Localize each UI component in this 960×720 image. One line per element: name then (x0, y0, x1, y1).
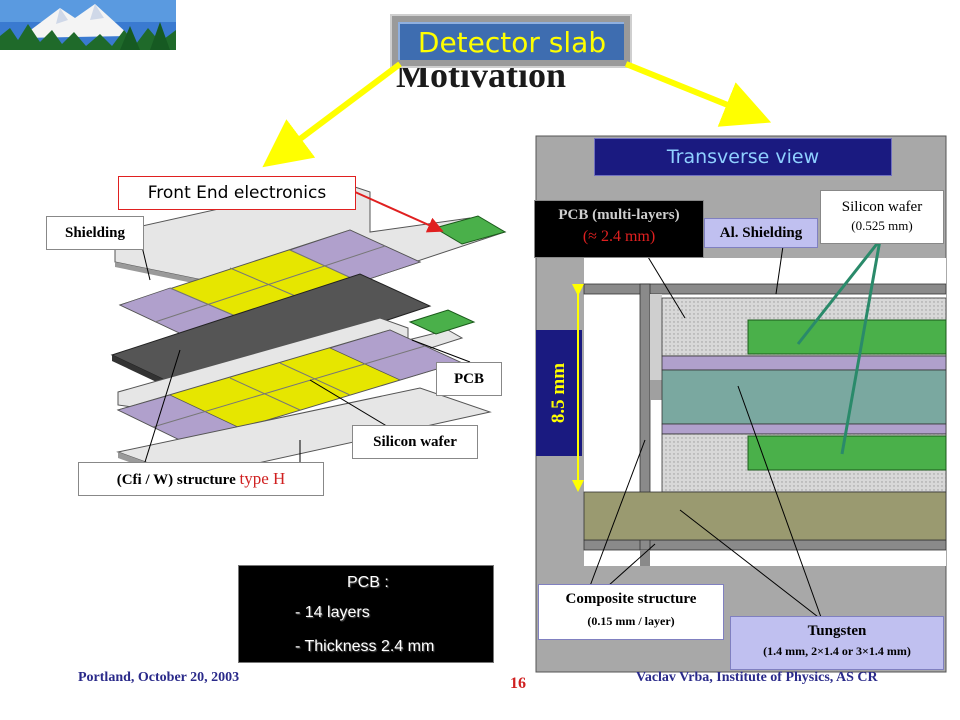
silicon-wafer-thickness: (0.525 mm) (851, 218, 913, 233)
al-shielding-label: Al. Shielding (704, 218, 818, 248)
pcb-note-box: PCB : - 14 layers - Thickness 2.4 mm (238, 565, 494, 663)
composite-structure-label: Composite structure (0.15 mm / layer) (538, 584, 724, 640)
structure-type-label: (Cfi / W) structure type H (78, 462, 324, 496)
pcb-note-heading: PCB : (347, 574, 389, 591)
structure-type-text: type H (239, 469, 286, 488)
pcb-multilayer-thickness: (≈ 2.4 mm) (582, 228, 656, 245)
arrow-to-right (624, 61, 772, 127)
tungsten-title: Tungsten (807, 623, 867, 639)
arrow-to-left (262, 61, 402, 168)
footer-left: Portland, October 20, 2003 (78, 670, 240, 685)
composite-title: Composite structure (565, 591, 697, 607)
pcb-note-line2: - Thickness 2.4 mm (295, 638, 435, 655)
tungsten-label: Tungsten (1.4 mm, 2×1.4 or 3×1.4 mm) (730, 616, 944, 670)
transverse-view-header: Transverse view (594, 138, 892, 176)
structure-label-text: (Cfi / W) structure (116, 472, 236, 488)
silicon-wafer-title: Silicon wafer (841, 199, 923, 215)
tungsten-detail: (1.4 mm, 2×1.4 or 3×1.4 mm) (763, 644, 911, 658)
portland-logo (0, 0, 176, 50)
pcb-multilayer-title: PCB (multi-layers) (558, 207, 680, 223)
pcb-label: PCB (436, 362, 502, 396)
pcb-note-line1: - 14 layers (295, 604, 370, 621)
shielding-label: Shielding (46, 216, 144, 250)
slide-title: Detector slab (417, 26, 607, 59)
title-box: Detector slab (390, 14, 632, 68)
composite-detail: (0.15 mm / layer) (587, 614, 675, 628)
dimension-text: 8.5 mm (548, 362, 569, 424)
footer-right: Vaclav Vrba, Institute of Physics, AS CR (636, 670, 878, 685)
page-number: 16 (510, 675, 526, 692)
pcb-multilayer-label: PCB (multi-layers) (≈ 2.4 mm) (534, 200, 704, 258)
silicon-wafer-transverse-label: Silicon wafer (0.525 mm) (820, 190, 944, 244)
dimension-label: 8.5 mm (536, 330, 582, 456)
silicon-wafer-label: Silicon wafer (352, 425, 478, 459)
front-end-label: Front End electronics (118, 176, 356, 210)
